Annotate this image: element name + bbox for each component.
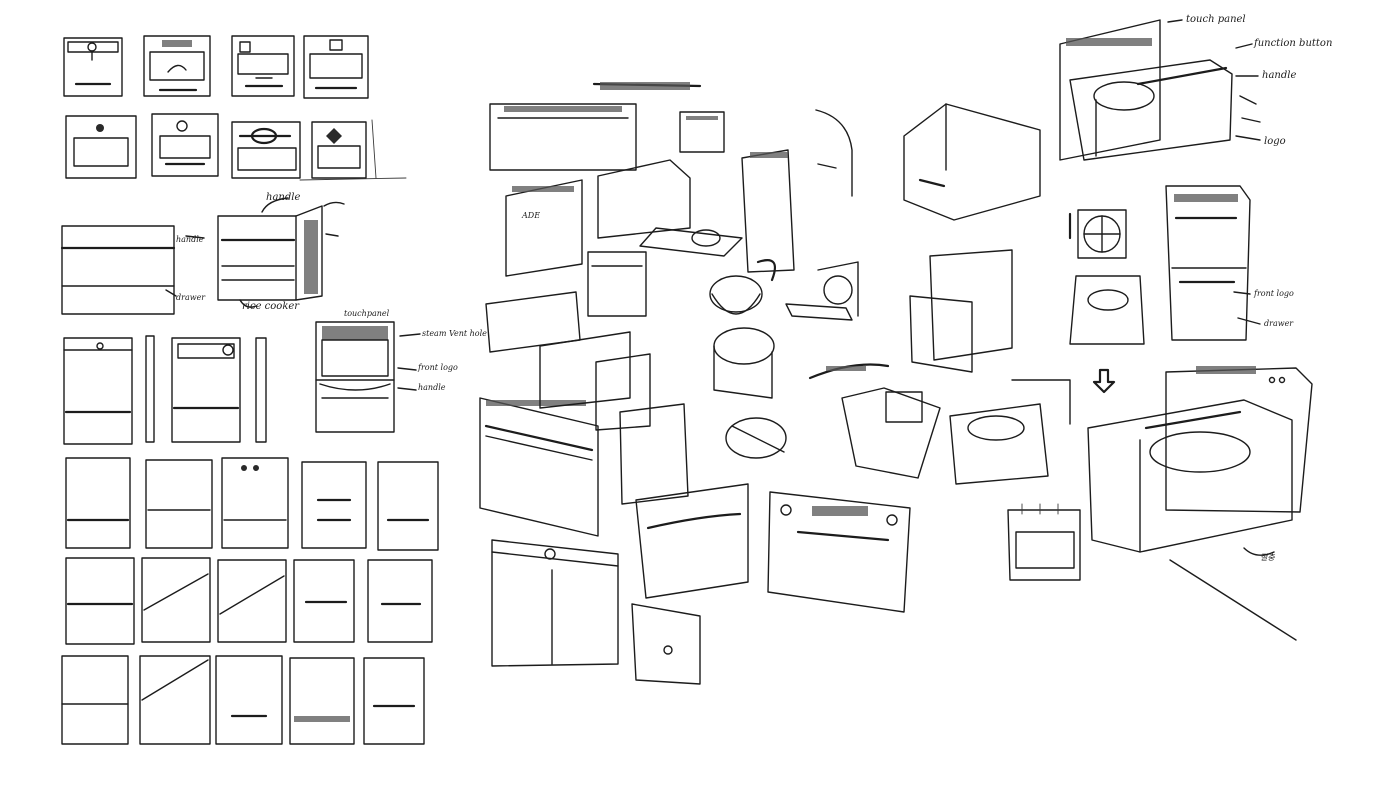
middle-sketches: ADE (479, 82, 911, 685)
tall-appliance-sketch (63, 335, 155, 445)
rice-cooker-concept: handle rice cooker (217, 192, 345, 312)
handle-concept: handle drawer (60, 225, 206, 315)
svg-text:handle: handle (176, 235, 204, 244)
oven-thumbnail (231, 121, 301, 179)
svg-text:ADE: ADE (521, 211, 540, 220)
appliance-row-3: touchpanel steam Vent hole front logo ha… (63, 309, 487, 445)
thumbnail-row-1 (63, 35, 369, 99)
annotation-logo: logo (1264, 136, 1286, 147)
steam-vent-concept: touchpanel steam Vent hole front logo ha… (315, 309, 487, 433)
annotation-handle: handle (266, 192, 300, 203)
tall-appliance-sketch (171, 337, 267, 443)
svg-text:절충: 절충 (1260, 553, 1275, 562)
oven-thumbnail (63, 37, 123, 97)
annotation-front-logo-right: front logo (1253, 289, 1294, 298)
right-sketches: touch panel function button handle logo … (1059, 14, 1332, 641)
annotation-drawer-right: drawer (1264, 319, 1294, 328)
annotation-handle-b: handle (418, 383, 446, 392)
oven-thumbnail (143, 35, 211, 97)
annotation-touch-panel: touch panel (1186, 14, 1246, 25)
thumbnail-row-2 (65, 113, 407, 181)
svg-text:drawer: drawer (176, 293, 206, 302)
annotation-touchpanel: touchpanel (344, 309, 390, 318)
annotation-rice-cooker: rice cooker (242, 301, 300, 312)
right-center-sketches (815, 103, 1081, 581)
oven-thumbnail (299, 119, 407, 181)
oven-thumbnail (151, 113, 219, 177)
oven-thumbnail (303, 35, 369, 99)
oven-thumbnail (231, 35, 295, 97)
annotation-function-button: function button (1253, 38, 1332, 49)
annotation-steam-vent: steam Vent hole (422, 329, 487, 338)
appliance-grid (61, 457, 439, 745)
annotation-front-logo: front logo (417, 363, 458, 372)
annotation-handle-c: handle (1262, 70, 1296, 81)
oven-thumbnail (65, 115, 137, 179)
